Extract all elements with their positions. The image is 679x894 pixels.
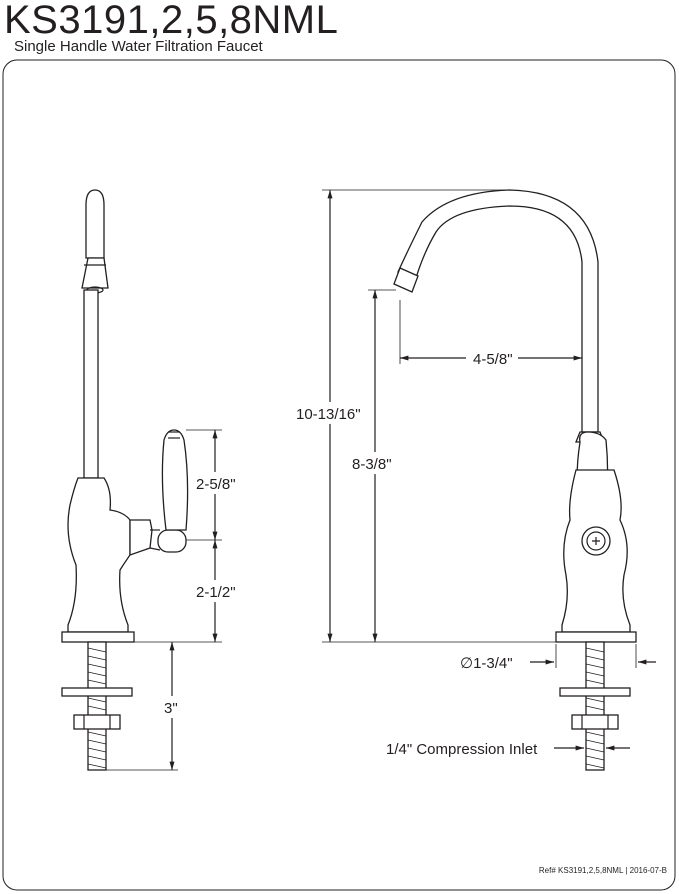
side-view-faucet: [61, 189, 189, 771]
dim-compression-inlet: 1/4" Compression Inlet: [386, 741, 538, 758]
dim-total-height: 10-13/16": [296, 406, 361, 423]
dim-base-to-handle: 2-1/2": [196, 584, 236, 601]
side-view-dimensions: [106, 429, 242, 771]
product-subtitle: Single Handle Water Filtration Faucet: [14, 38, 263, 55]
dim-spout-height: 8-3/8": [352, 456, 392, 473]
dim-handle-height: 2-5/8": [196, 476, 236, 493]
front-view-faucet: [393, 189, 637, 771]
reference-note: Ref# KS3191,2,5,8NML | 2016-07-B: [538, 866, 667, 875]
front-view-dimensions: [294, 189, 656, 751]
dim-shank-length: 3": [164, 700, 178, 717]
model-title: KS3191,2,5,8NML: [4, 0, 339, 42]
dim-base-diameter: ∅1-3/4": [460, 655, 513, 672]
dim-spout-reach: 4-5/8": [473, 351, 513, 368]
drawing-border: [2, 59, 676, 891]
